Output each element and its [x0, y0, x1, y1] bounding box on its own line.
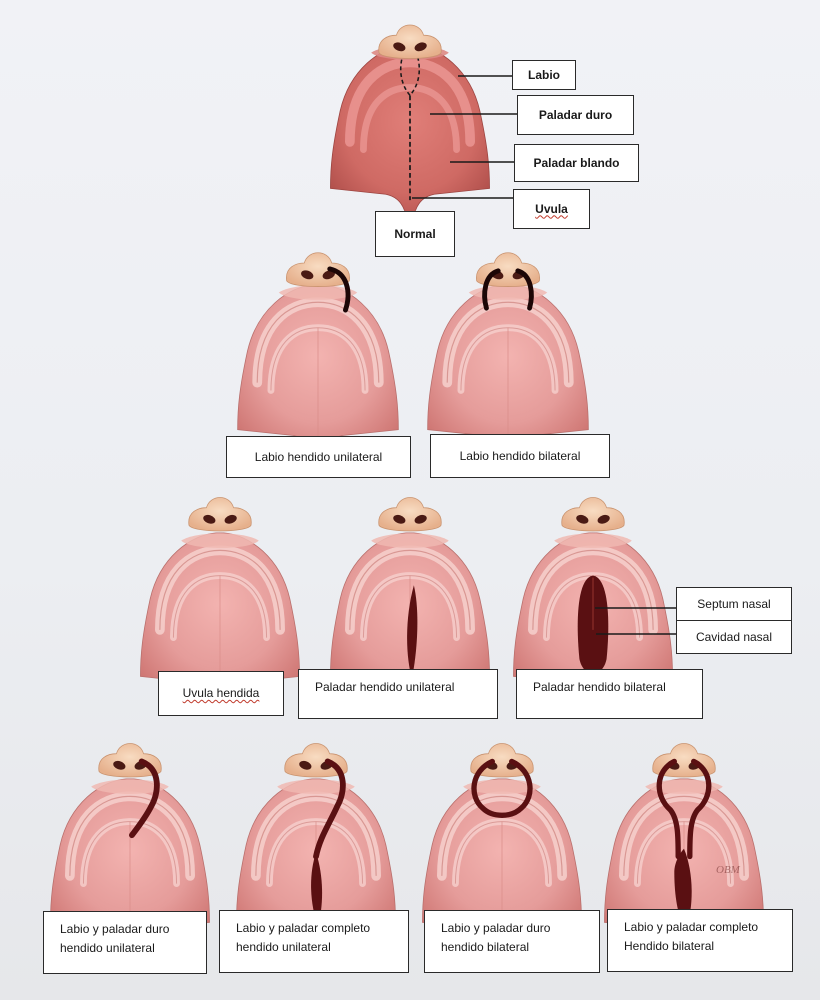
label-uvula: Uvula [513, 189, 590, 229]
uvula-hendida-caption: Uvula hendida [182, 686, 260, 700]
artist-signature: OBM [716, 864, 740, 876]
diagram-labio-paladar-completo-bilateral [604, 743, 763, 948]
caption-labio-paladar-completo-bilateral: Labio y paladar completo Hendido bilater… [607, 909, 793, 972]
diagram-labio-paladar-completo-unilateral [236, 743, 395, 948]
leader-lines-normal [412, 75, 517, 199]
caption-line-2: hendido unilateral [236, 940, 331, 954]
diagram-labio-hendido-bilateral [428, 252, 589, 456]
caption-line-1: Labio y paladar completo [236, 921, 371, 935]
caption-line-2: hendido bilateral [441, 940, 530, 954]
caption-labio-hendido-bilateral: Labio hendido bilateral [430, 434, 610, 478]
caption-labio-paladar-duro-bilateral: Labio y paladar duro hendido bilateral [424, 910, 600, 973]
label-labio: Labio [512, 60, 576, 90]
diagram-labio-hendido-unilateral [238, 252, 399, 456]
caption-labio-paladar-duro-unilateral: Labio y paladar duro hendido unilateral [43, 911, 207, 974]
uvula-hendida-text: Uvula hendida [183, 684, 260, 703]
caption-line-1: Labio y paladar duro [441, 921, 551, 935]
caption-labio-paladar-completo-unilateral: Labio y paladar completo hendido unilate… [219, 910, 409, 973]
diagram-labio-paladar-duro-bilateral [422, 743, 581, 948]
caption-paladar-hendido-bilateral: Paladar hendido bilateral [516, 669, 703, 719]
diagram-paladar-hendido-unilateral [330, 497, 489, 702]
diagram-labio-paladar-duro-unilateral [50, 743, 209, 948]
caption-uvula-hendida: Uvula hendida [158, 671, 284, 716]
label-septum-nasal: Septum nasal [676, 587, 792, 621]
leader-lines-nasal [595, 607, 676, 635]
caption-line-1: Labio y paladar duro [60, 922, 170, 936]
label-paladar-duro: Paladar duro [517, 95, 634, 135]
caption-line-2: hendido unilateral [60, 941, 155, 955]
diagram-normal [330, 24, 489, 214]
label-cavidad-nasal: Cavidad nasal [676, 620, 792, 654]
uvula-text: Uvula [535, 201, 568, 216]
caption-normal: Normal [375, 211, 455, 257]
caption-paladar-hendido-unilateral: Paladar hendido unilateral [298, 669, 498, 719]
caption-line-2: Hendido bilateral [624, 939, 715, 953]
caption-line-1: Labio y paladar completo [624, 920, 759, 934]
diagram-paladar-hendido-bilateral [513, 497, 672, 702]
label-paladar-blando: Paladar blando [514, 144, 639, 182]
caption-labio-hendido-unilateral: Labio hendido unilateral [226, 436, 411, 478]
